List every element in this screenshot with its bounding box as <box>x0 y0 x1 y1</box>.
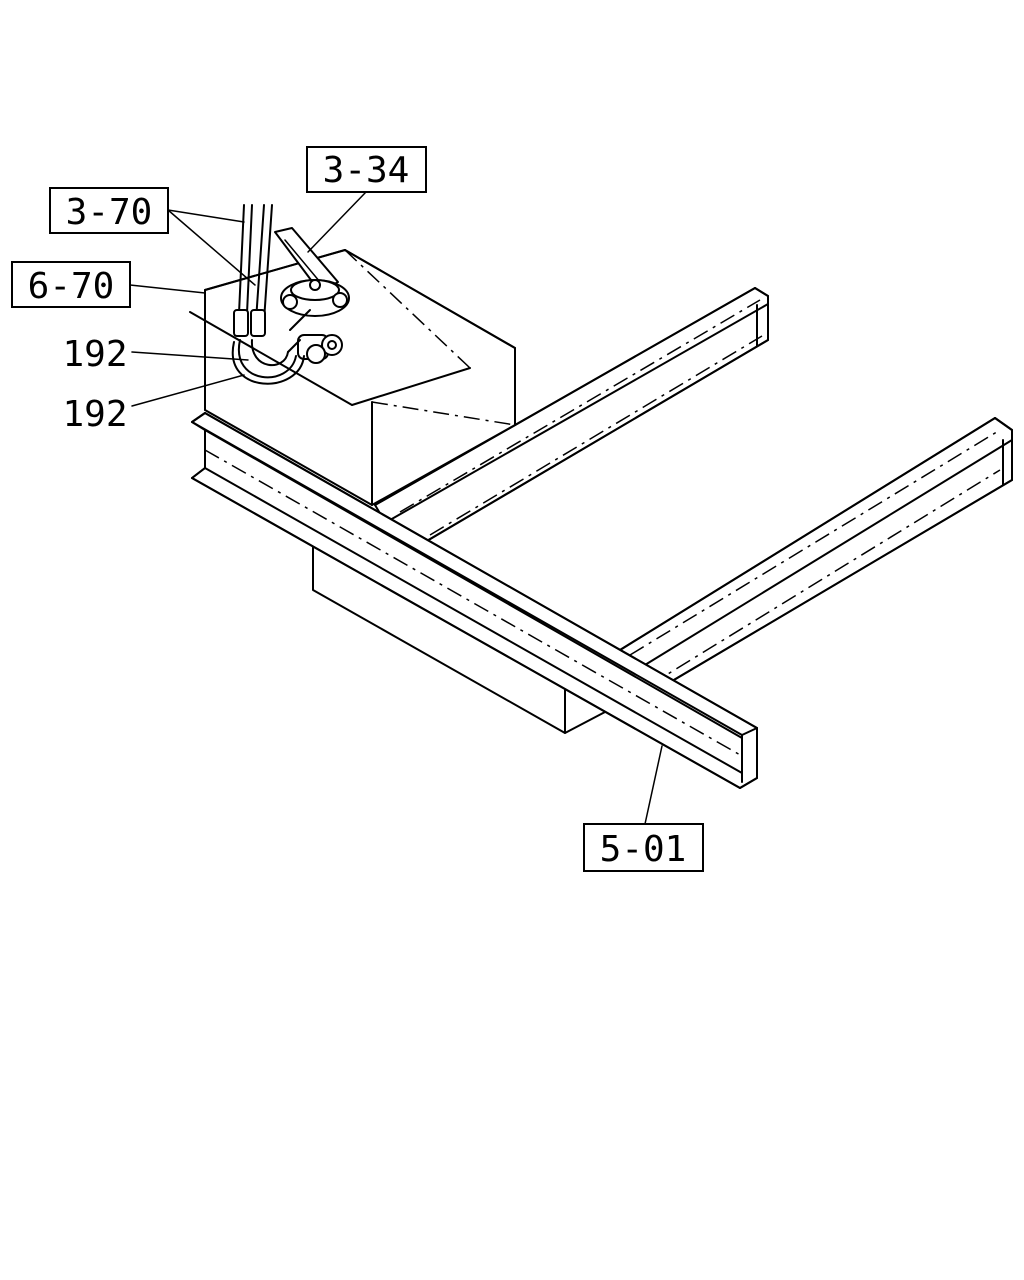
callout-5-01-text: 5-01 <box>600 829 687 870</box>
callout-3-34-text: 3-34 <box>323 150 410 191</box>
crossmember <box>191 412 758 789</box>
callout-3-70[interactable]: 3-70 <box>49 187 169 234</box>
callout-6-70[interactable]: 6-70 <box>11 261 131 308</box>
callout-192-lower-text: 192 <box>62 394 127 435</box>
callout-6-70-text: 6-70 <box>28 266 115 307</box>
callout-3-34[interactable]: 3-34 <box>306 146 427 193</box>
callout-192-upper[interactable]: 192 <box>62 334 127 375</box>
side-rail-far <box>619 417 1013 701</box>
callout-192-upper-text: 192 <box>62 334 127 375</box>
valve-assembly <box>274 227 350 364</box>
side-rail-near <box>374 287 769 546</box>
callout-3-70-text: 3-70 <box>66 192 153 233</box>
brake-hoses <box>231 204 305 385</box>
callout-5-01[interactable]: 5-01 <box>583 823 704 872</box>
leader-lines <box>129 191 663 825</box>
callout-192-lower[interactable]: 192 <box>62 394 127 435</box>
upper-bracket-box <box>189 249 516 506</box>
